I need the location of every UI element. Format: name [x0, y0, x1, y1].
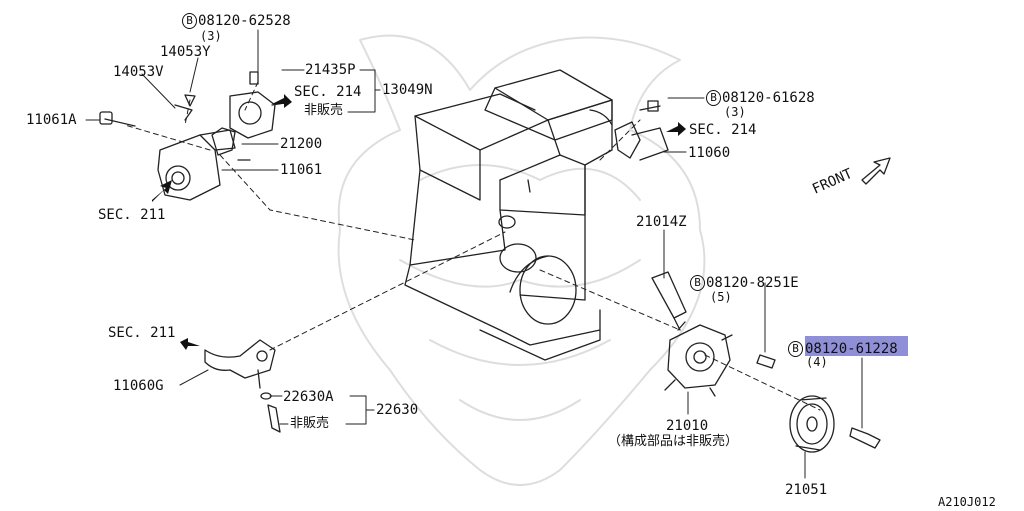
part-21435P: 21435P	[305, 62, 356, 78]
water-pump	[664, 321, 733, 397]
section-arrows	[152, 94, 686, 350]
part-11061: 11061	[280, 162, 323, 178]
part-14053V: 14053V	[113, 64, 164, 80]
part-21010-note: （構成部品は非販売）	[608, 434, 739, 449]
section-214-ref-b: SEC. 214	[689, 122, 757, 138]
part-11060G: 11060G	[113, 378, 164, 394]
part-11060: 11060	[688, 145, 731, 161]
qty-08120-61628: (3)	[724, 105, 746, 119]
thermostat-housing-assembly	[99, 71, 286, 201]
engine-block	[404, 69, 613, 361]
highlight-box	[805, 336, 908, 356]
part-22630A: 22630A	[283, 389, 334, 405]
leader-lines	[124, 81, 821, 411]
section-211-ref-b: SEC. 211	[108, 325, 176, 341]
bolts	[756, 354, 881, 449]
not-for-sale-a: 非販売	[304, 103, 344, 118]
label-leaders	[85, 29, 863, 479]
part-13049N: 13049N	[382, 82, 433, 98]
not-for-sale-b: 非販売	[290, 416, 330, 431]
section-214-ref-a: SEC. 214	[294, 84, 362, 100]
part-08120-61228[interactable]: 08120-61228	[805, 341, 898, 357]
part-11061A: 11061A	[26, 112, 77, 128]
front-direction-arrow	[861, 157, 891, 185]
part-21010: 21010	[666, 418, 709, 434]
part-14053Y: 14053Y	[160, 44, 211, 60]
qty-08120-8251E: (5)	[710, 290, 732, 304]
part-08120-61628: 08120-61628	[722, 90, 815, 106]
part-21051: 21051	[785, 482, 828, 498]
qty-08120-62528: (3)	[200, 29, 222, 43]
water-outlet-lower-left	[204, 339, 281, 433]
bolt-symbol-08120-62528: B	[182, 13, 197, 29]
part-08120-62528: 08120-62528	[198, 13, 291, 29]
water-pump-pulley	[789, 395, 835, 453]
bolt-symbol-08120-61228: B	[788, 341, 803, 357]
part-22630: 22630	[376, 402, 419, 418]
sealant-tube	[651, 271, 687, 331]
part-21014Z: 21014Z	[636, 214, 687, 230]
qty-08120-61228: (4)	[806, 355, 828, 369]
bolt-symbol-08120-8251E: B	[690, 275, 705, 291]
bolt-symbol-08120-61628: B	[706, 90, 721, 106]
part-08120-8251E: 08120-8251E	[706, 275, 799, 291]
part-21200: 21200	[280, 136, 323, 152]
water-outlet-upper-right	[614, 100, 669, 161]
section-211-ref-a: SEC. 211	[98, 207, 166, 223]
watermark-emblem	[337, 34, 706, 486]
drawing-id: A210J012	[938, 495, 996, 509]
